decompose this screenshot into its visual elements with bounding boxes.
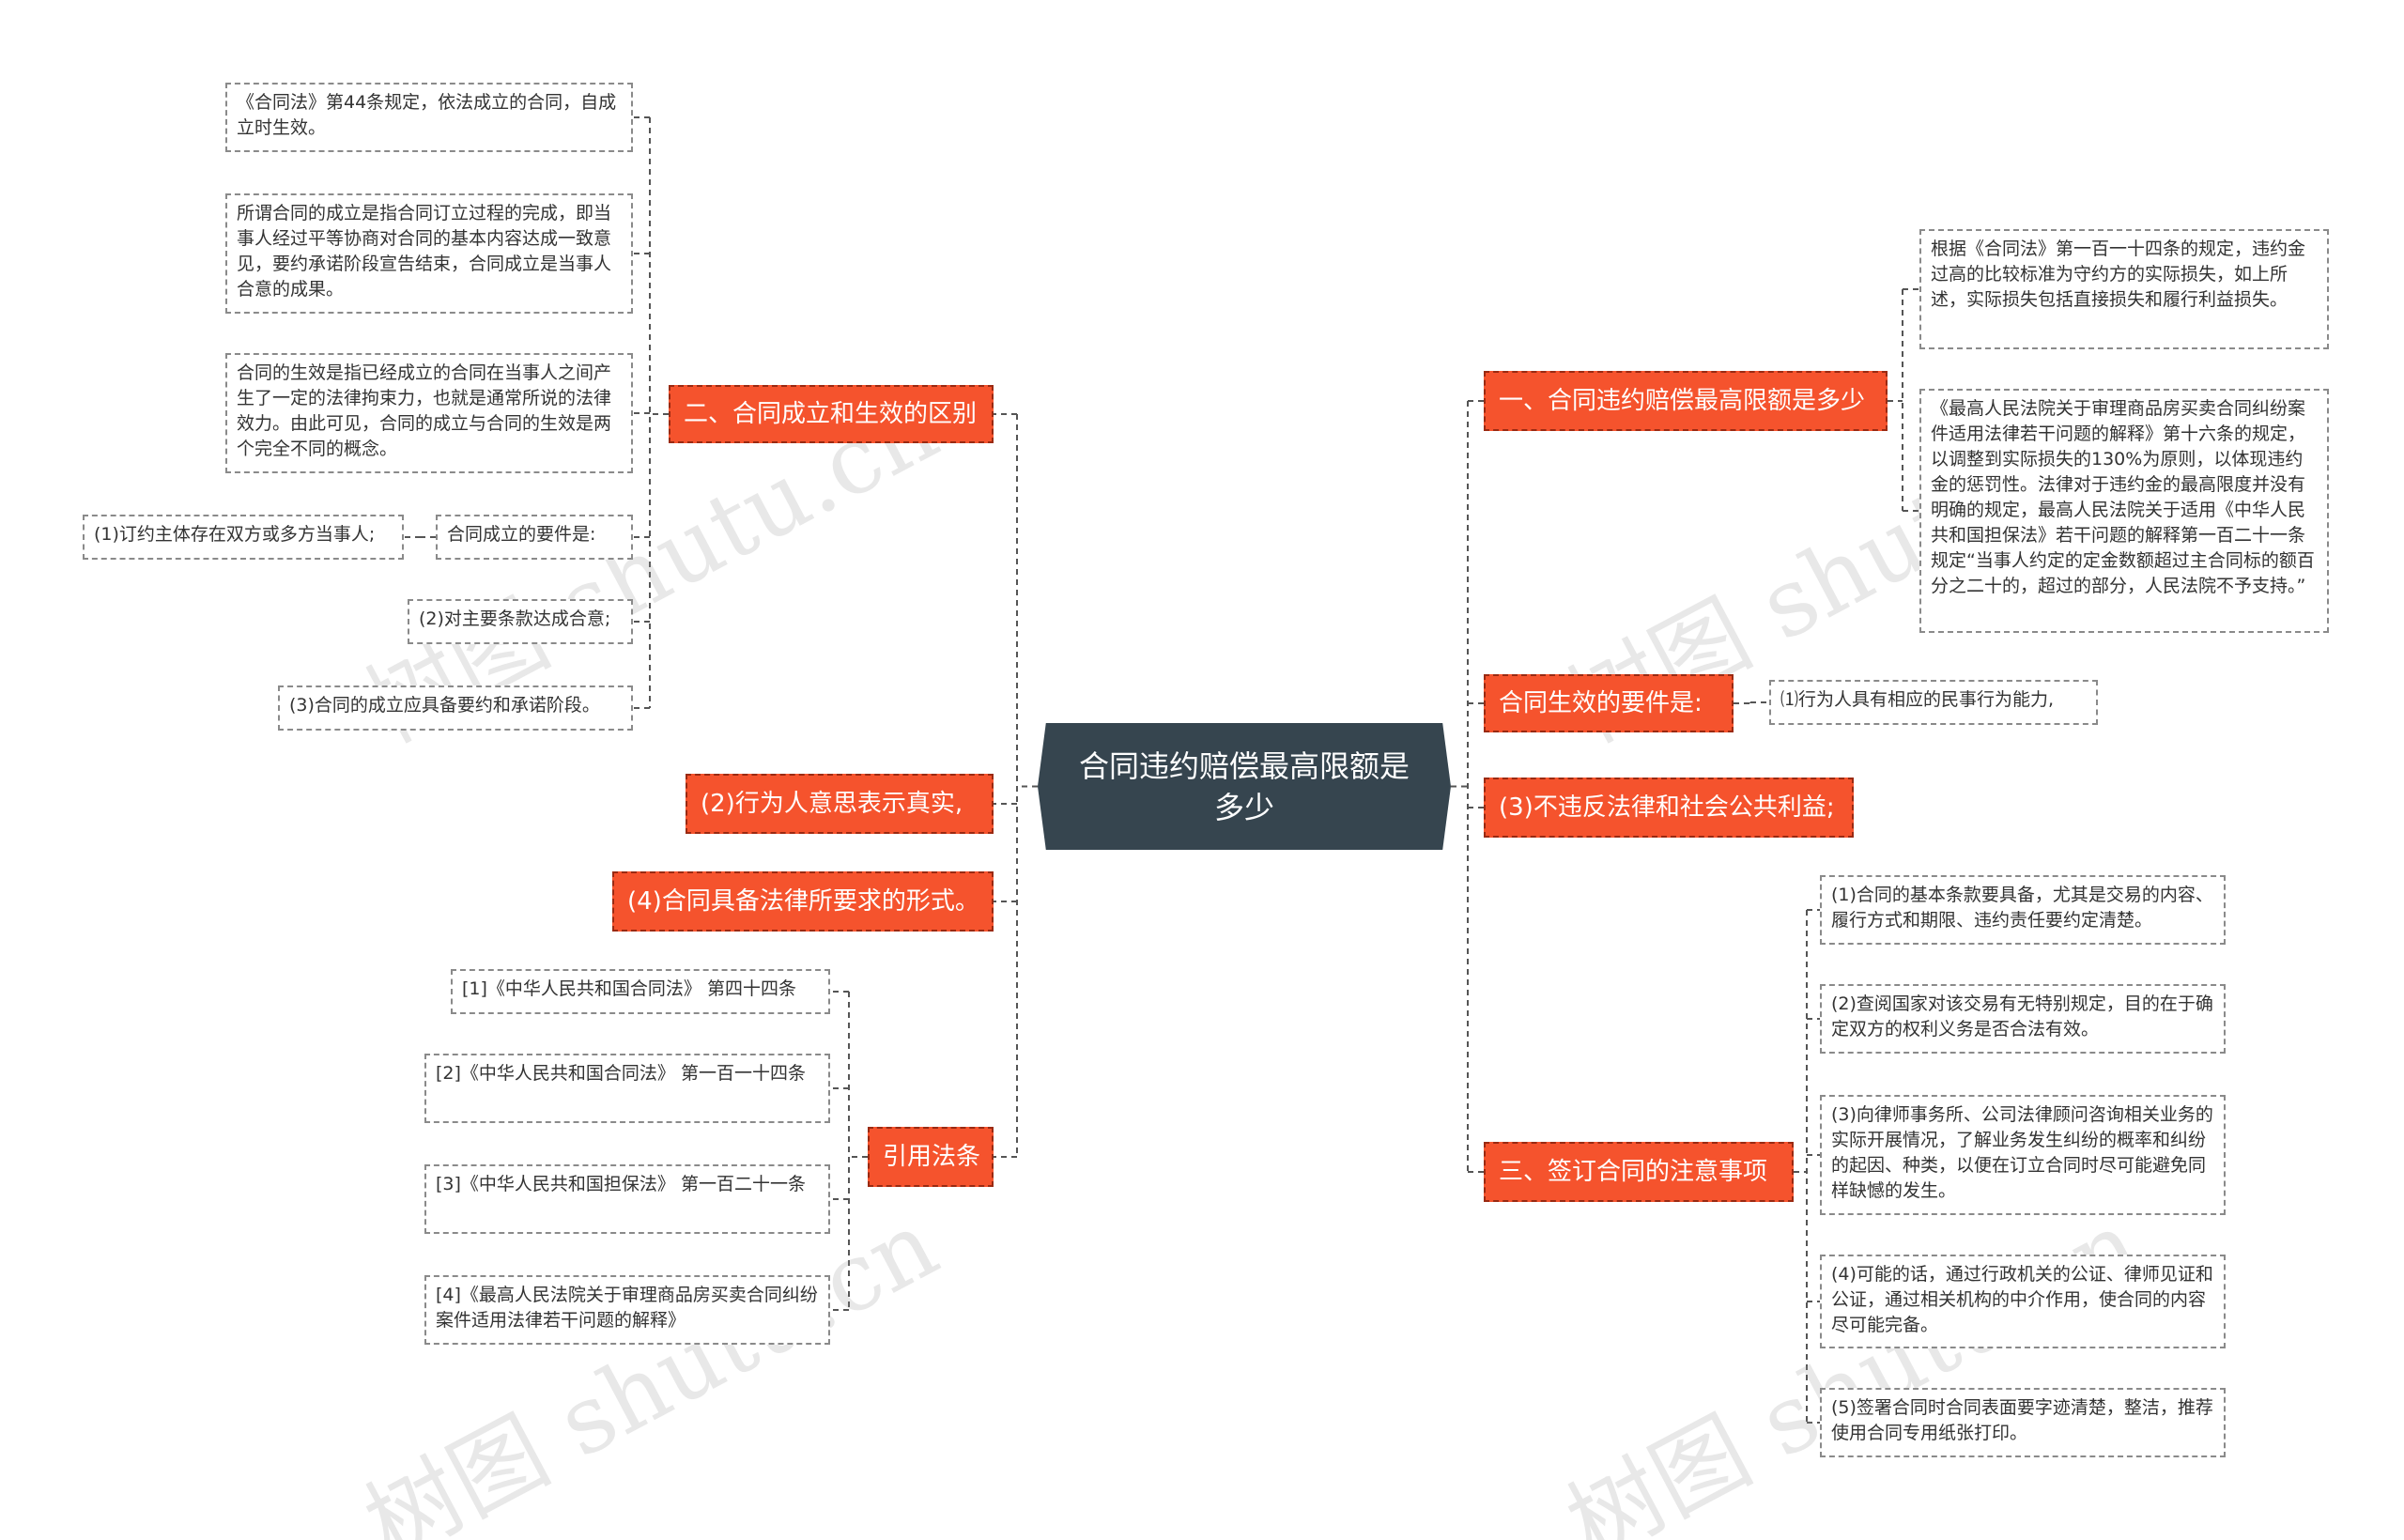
leaf-note-5[interactable]: (5)签署合同时合同表面要字迹清楚，整洁，推荐使用合同专用纸张打印。 xyxy=(1820,1388,2226,1457)
branch-public-interest[interactable]: (3)不违反法律和社会公共利益; xyxy=(1484,778,1854,838)
branch-effective-requirements[interactable]: 合同生效的要件是: xyxy=(1484,674,1734,732)
leaf-consensus[interactable]: (2)对主要条款达成合意; xyxy=(408,599,633,644)
branch-true-intention[interactable]: (2)行为人意思表示真实, xyxy=(686,774,994,834)
leaf-judicial-interpretation[interactable]: 《最高人民法院关于审理商品房买卖合同纠纷案件适用法律若干问题的解释》第十六条的规… xyxy=(1919,389,2329,633)
branch-signing-notes[interactable]: 三、签订合同的注意事项 xyxy=(1484,1142,1794,1202)
leaf-article-44[interactable]: 《合同法》第44条规定，依法成立的合同，自成立时生效。 xyxy=(225,83,633,152)
leaf-article-114[interactable]: 根据《合同法》第一百一十四条的规定，违约金过高的比较标准为守约方的实际损失，如上… xyxy=(1919,229,2329,349)
leaf-ref-1[interactable]: [1]《中华人民共和国合同法》 第四十四条 xyxy=(451,969,830,1014)
branch-formation-vs-effect[interactable]: 二、合同成立和生效的区别 xyxy=(669,385,994,443)
root-topic[interactable]: 合同违约赔偿最高限额是多少 xyxy=(1038,723,1451,850)
leaf-note-4[interactable]: (4)可能的话，通过行政机关的公证、律师见证和公证，通过相关机构的中介作用，使合… xyxy=(1820,1255,2226,1348)
leaf-formation-definition[interactable]: 所谓合同的成立是指合同订立过程的完成，即当事人经过平等协商对合同的基本内容达成一… xyxy=(225,193,633,314)
leaf-effect-definition[interactable]: 合同的生效是指已经成立的合同在当事人之间产生了一定的法律拘束力，也就是通常所说的… xyxy=(225,353,633,473)
branch-legal-form[interactable]: (4)合同具备法律所要求的形式。 xyxy=(612,871,994,932)
leaf-note-2[interactable]: (2)查阅国家对该交易有无特别规定，目的在于确定双方的权利义务是否合法有效。 xyxy=(1820,984,2226,1054)
leaf-civil-capacity[interactable]: ⑴行为人具有相应的民事行为能力, xyxy=(1769,680,2098,725)
branch-cited-articles[interactable]: 引用法条 xyxy=(868,1127,994,1187)
branch-max-compensation[interactable]: 一、合同违约赔偿最高限额是多少 xyxy=(1484,371,1888,431)
leaf-ref-4[interactable]: [4]《最高人民法院关于审理商品房买卖合同纠纷案件适用法律若干问题的解释》 xyxy=(424,1275,830,1345)
leaf-ref-2[interactable]: [2]《中华人民共和国合同法》 第一百一十四条 xyxy=(424,1054,830,1123)
leaf-note-3[interactable]: (3)向律师事务所、公司法律顾问咨询相关业务的实际开展情况，了解业务发生纠纷的概… xyxy=(1820,1095,2226,1215)
leaf-note-1[interactable]: (1)合同的基本条款要具备，尤其是交易的内容、履行方式和期限、违约责任要约定清楚… xyxy=(1820,875,2226,945)
leaf-formation-requirements[interactable]: 合同成立的要件是: xyxy=(436,515,633,560)
leaf-ref-3[interactable]: [3]《中华人民共和国担保法》 第一百二十一条 xyxy=(424,1164,830,1234)
leaf-parties[interactable]: (1)订约主体存在双方或多方当事人; xyxy=(83,515,404,560)
leaf-offer-acceptance[interactable]: (3)合同的成立应具备要约和承诺阶段。 xyxy=(278,685,633,731)
